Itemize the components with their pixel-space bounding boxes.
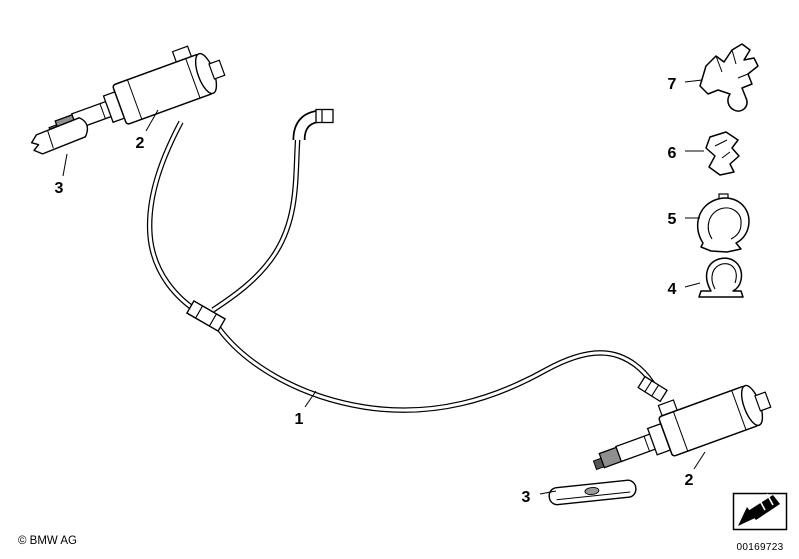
photo-direction-icon xyxy=(732,492,788,531)
callout-1-hose[interactable]: 1 xyxy=(294,411,304,428)
callout-3-cover-bottom[interactable]: 3 xyxy=(521,489,531,506)
callout-4-clip[interactable]: 4 xyxy=(667,281,677,298)
callout-6-clip[interactable]: 6 xyxy=(667,145,677,162)
washer-jet-bottom xyxy=(592,384,772,471)
hose-t-junction xyxy=(185,299,227,333)
callout-2-jet-top[interactable]: 2 xyxy=(135,135,145,152)
cover-bottom xyxy=(548,479,637,506)
leader-lines xyxy=(62,79,706,495)
callout-5-clip[interactable]: 5 xyxy=(667,211,677,228)
hose-elbow-connector xyxy=(292,108,334,141)
cover-top xyxy=(30,117,89,155)
callout-7-bracket[interactable]: 7 xyxy=(667,76,677,93)
hose-assembly xyxy=(146,120,660,413)
clip-6 xyxy=(705,131,740,176)
callout-3-cover-top[interactable]: 3 xyxy=(54,180,64,197)
clip-4 xyxy=(698,257,744,298)
hose-sleeve-connector xyxy=(637,375,668,403)
callout-2-jet-bottom[interactable]: 2 xyxy=(684,472,694,489)
copyright-text: © BMW AG xyxy=(18,535,77,547)
image-number: 00169723 xyxy=(736,542,784,553)
clip-5 xyxy=(696,193,750,253)
bracket-7 xyxy=(699,43,759,112)
